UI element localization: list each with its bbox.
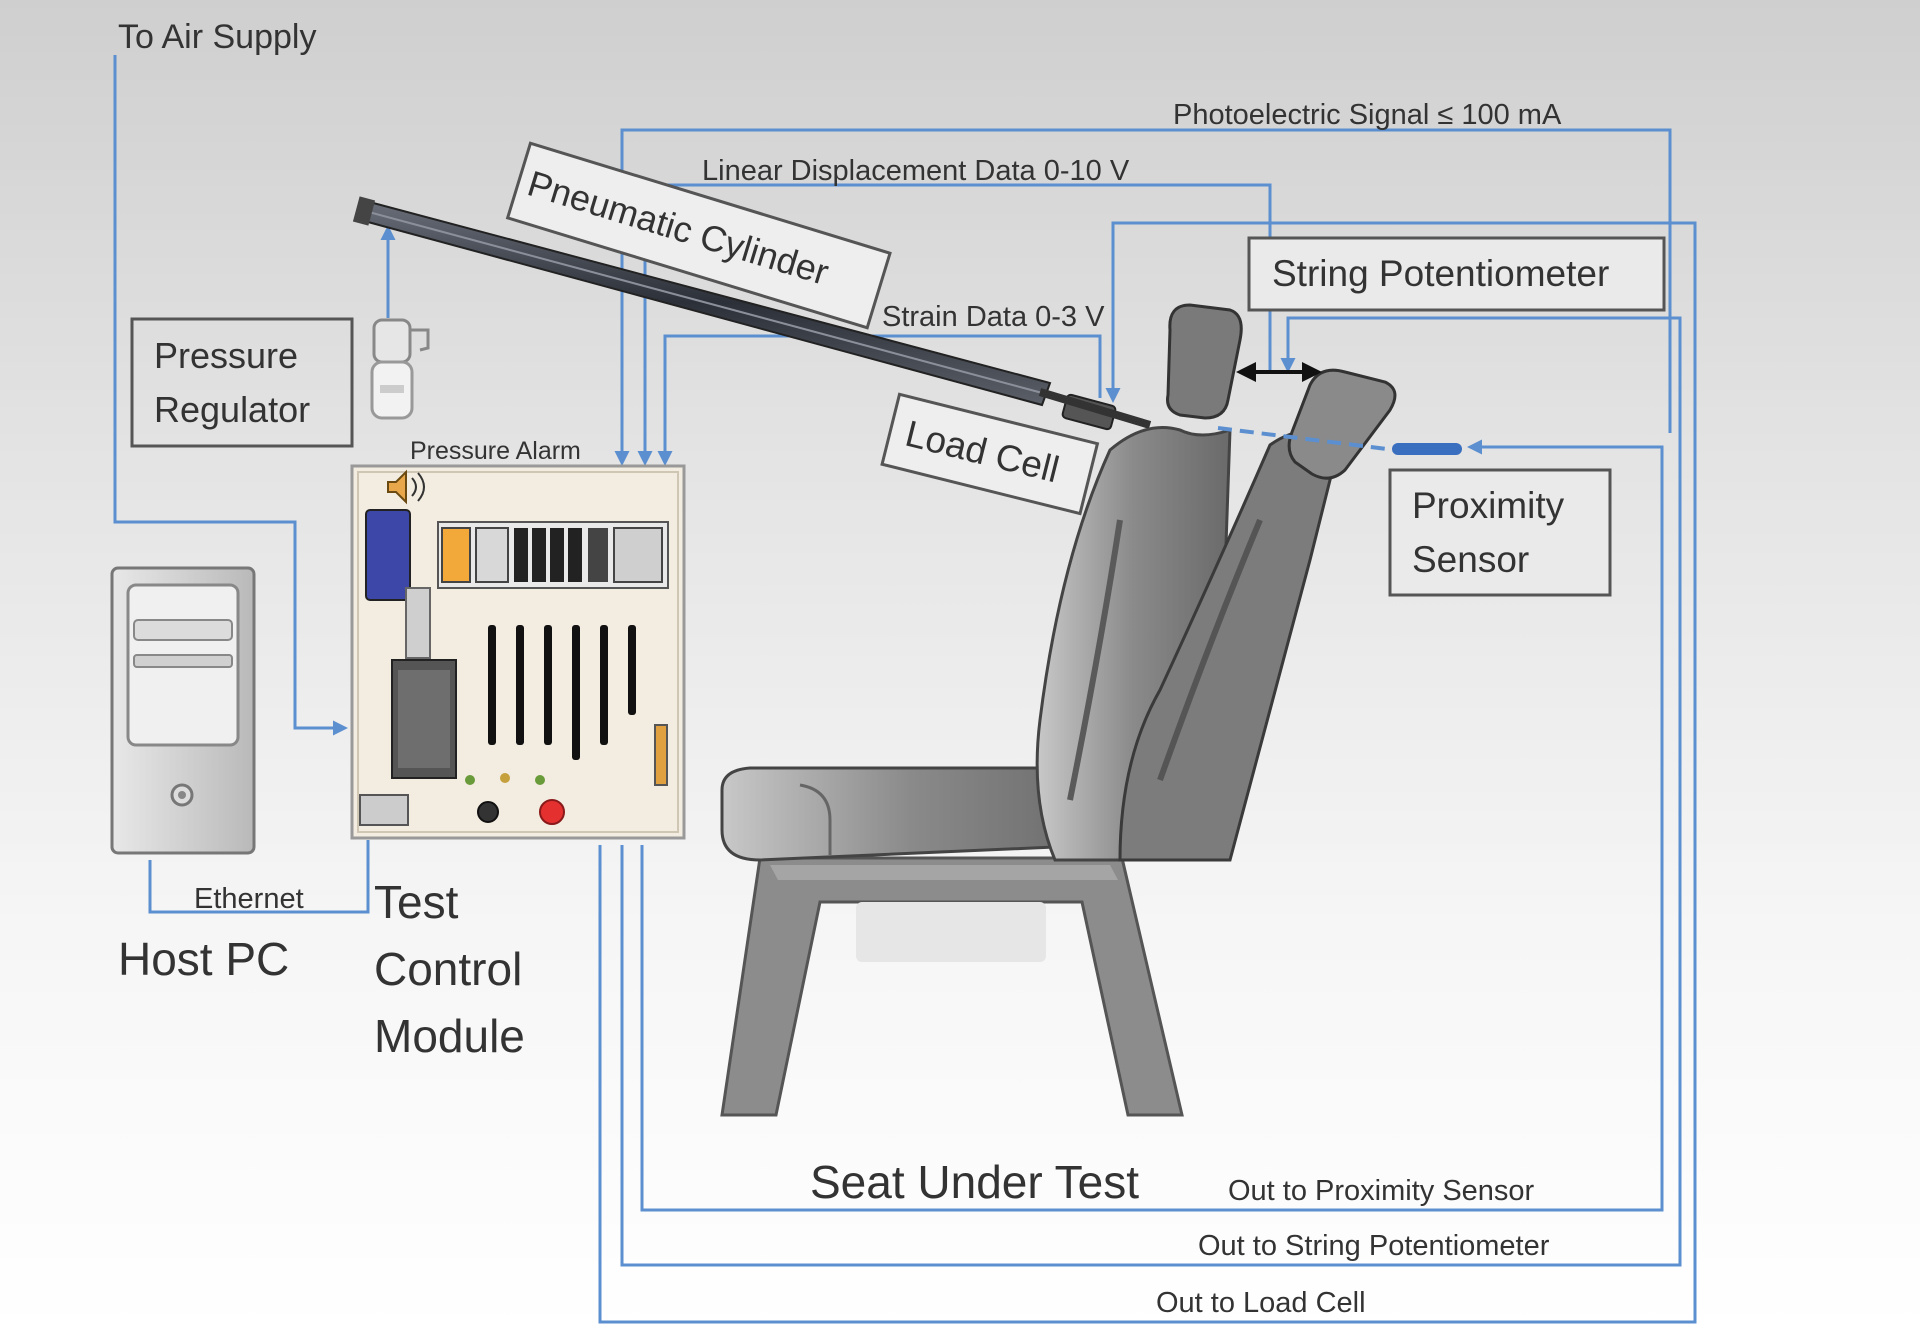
out-to-string-potentiometer-line (620, 316, 1682, 1267)
wiring (113, 55, 1697, 1324)
indicator-light-green (465, 775, 475, 785)
power-supply (365, 509, 411, 601)
label-seat-under-test: Seat Under Test (810, 1156, 1139, 1208)
strain-data-line (657, 334, 1102, 466)
label-proximity-sensor-line1: Proximity (1412, 485, 1565, 526)
label-to-air-supply: To Air Supply (118, 18, 316, 56)
label-proximity-sensor-line2: Sensor (1412, 539, 1529, 580)
label-tcm-line3: Module (374, 1010, 525, 1062)
label-string-potentiometer: String Potentiometer (1272, 253, 1609, 294)
label-host-pc: Host PC (118, 933, 289, 985)
pneumatic-cylinder-label-box (505, 141, 892, 330)
proximity-sensor-box (1388, 468, 1612, 597)
label-out-to-proximity-sensor: Out to Proximity Sensor (1228, 1175, 1535, 1207)
label-tcm-line2: Control (374, 943, 522, 995)
label-ethernet: Ethernet (194, 883, 304, 915)
label-out-to-string-potentiometer: Out to String Potentiometer (1198, 1230, 1550, 1262)
red-stop-button (539, 799, 565, 825)
black-button (477, 801, 499, 823)
test-control-module (350, 464, 686, 840)
pressure-regulator-device (370, 318, 430, 420)
string-potentiometer-box (1247, 236, 1666, 312)
indicator-light-amber (500, 773, 510, 783)
air-supply-line (113, 55, 348, 736)
label-pressure-regulator-line2: Regulator (154, 389, 310, 430)
load-cell-label-box (880, 392, 1100, 516)
label-linear-displacement: Linear Displacement Data 0-10 V (702, 155, 1130, 187)
terminal-strips (488, 625, 636, 760)
label-strain-data: Strain Data 0-3 V (882, 301, 1105, 333)
label-pressure-regulator-line1: Pressure (154, 335, 298, 376)
ethernet-line (148, 840, 370, 914)
out-to-proximity-sensor-line (640, 439, 1664, 1212)
seat-under-test (720, 303, 1462, 1117)
proximity-sensor-element (1392, 443, 1462, 455)
out-to-load-cell-line (598, 221, 1697, 1324)
indicator-light-green-2 (535, 775, 545, 785)
label-out-to-load-cell: Out to Load Cell (1156, 1287, 1366, 1319)
label-photoelectric-signal: Photoelectric Signal ≤ 100 mA (1173, 99, 1562, 131)
label-pressure-alarm: Pressure Alarm (410, 437, 581, 465)
speaker-icon (387, 469, 425, 505)
photoelectric-signal-line (614, 128, 1672, 466)
host-pc (110, 566, 256, 855)
label-tcm-line1: Test (374, 876, 459, 928)
pneumatic-cylinder-rod (352, 196, 1152, 431)
proximity-beam (1217, 426, 1396, 452)
pressure-regulator-box (130, 317, 354, 448)
